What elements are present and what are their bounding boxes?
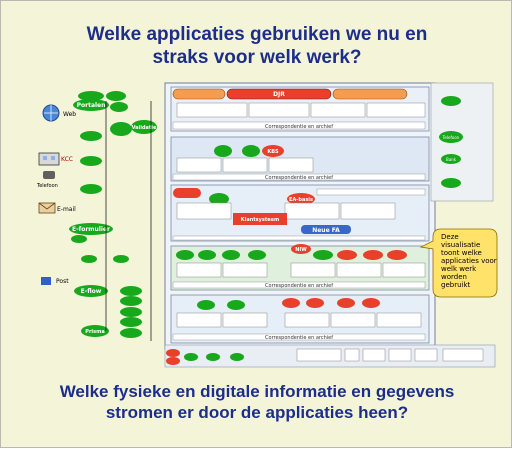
slide-title-line-2: straks voor welk werk? — [152, 47, 362, 68]
row-5: Correspondentie en archief — [170, 294, 430, 344]
channel-icons: Web KCC Telefoon E-mail Post — [36, 104, 76, 285]
channel-label-web: Web — [63, 111, 76, 118]
post-mailbox-icon: Post — [41, 277, 69, 285]
slide-title-line-1: Welke applicaties gebruiken we nu en — [86, 24, 428, 45]
left-label-validatie: Validatie — [132, 125, 157, 131]
row-1: DJR Correspondentie en archief — [170, 86, 430, 132]
callout-line-2: visualisatie — [441, 241, 480, 249]
red-label-ea-basis: EA-basis — [289, 197, 313, 203]
left-label-e-formulier: E-formulier — [72, 226, 110, 233]
prisma-node — [81, 325, 109, 337]
telephone-icon: Telefoon — [36, 171, 58, 189]
row-caption-1: Correspondentie en archief — [265, 124, 333, 130]
row-4: NIW Correspondentie en archief — [170, 244, 430, 291]
row-caption-4: Correspondentie en archief — [265, 283, 333, 289]
row-2: KBS Correspondentie en archief — [170, 136, 430, 182]
red-label-niw: NIW — [295, 247, 307, 253]
web-globe-icon: Web — [42, 104, 76, 122]
blue-label-neue-fa: Neue FA — [312, 227, 340, 234]
validatie-node — [131, 120, 157, 134]
portalen-node — [73, 99, 109, 111]
channel-label-kcc: KCC — [61, 156, 73, 163]
channel-label-post: Post — [56, 278, 69, 285]
e-flow-node — [74, 285, 108, 297]
bottom-question-line-2: stromen er door de applicaties heen? — [105, 403, 409, 422]
left-label-e-flow: E-flow — [81, 288, 102, 295]
callout-line-1: Deze — [441, 233, 459, 241]
bottom-question-line-1: Welke fysieke en digitale informatie en … — [59, 382, 455, 401]
visualisation-callout: Deze visualisatie toont welke applicatie… — [419, 228, 499, 298]
kcc-building-icon: KCC — [38, 152, 73, 166]
channel-label-email: E-mail — [57, 206, 76, 213]
callout-line-3: toont welke — [441, 249, 482, 257]
row-caption-5: Correspondentie en archief — [265, 335, 333, 341]
left-application-column: Portalen Validatie E-formulier E-flow Pr… — [69, 91, 157, 341]
channel-label-telefoon: Telefoon — [36, 183, 58, 189]
email-icon: E-mail — [38, 202, 76, 214]
bottom-applications — [164, 344, 496, 368]
left-label-prisma: Prisma — [85, 329, 104, 335]
callout-line-6: worden — [441, 273, 467, 281]
right-label-telefoon: Telefoon — [442, 135, 460, 140]
callout-line-4: applicaties voor — [441, 257, 497, 265]
left-label-portalen: Portalen — [77, 102, 106, 109]
slide-title: Welke applicaties gebruiken we nu en str… — [1, 23, 512, 69]
right-label-bank: Bank — [446, 157, 457, 162]
e-formulier-node — [69, 223, 113, 235]
callout-line-5: welk werk — [441, 265, 477, 273]
red-label-klantsysteem: Klantsysteem — [241, 217, 280, 223]
red-label-kbs: KBS — [267, 149, 279, 155]
svg-text:Deze visualisatie: Deze visualisatie toont welke applicatie… — [441, 233, 499, 289]
row-3: EA-basis Klantsysteem Neue FA — [170, 184, 430, 242]
row-caption-2: Correspondentie en archief — [265, 175, 333, 181]
callout-line-7: gebruikt — [441, 281, 471, 289]
slide-bottom-question: Welke fysieke en digitale informatie en … — [1, 381, 512, 423]
right-column: Telefoon Bank — [430, 82, 494, 202]
red-label-djr: DJR — [273, 91, 285, 98]
